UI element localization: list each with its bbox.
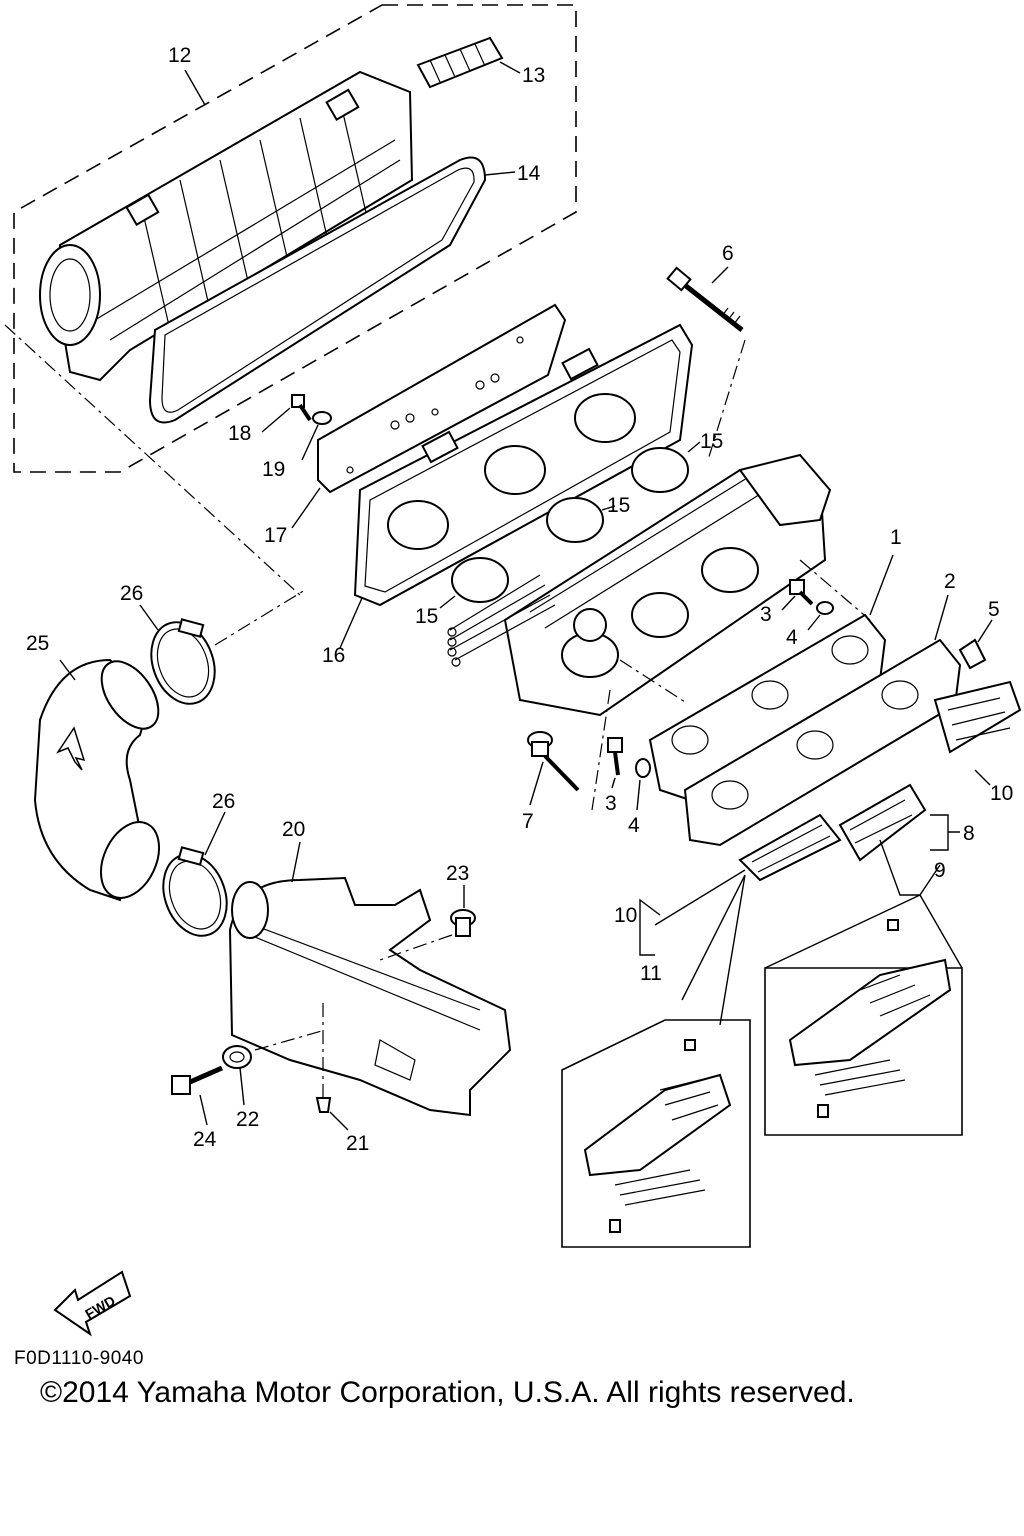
callout-18: 18 [228,422,251,445]
throttle-body-assembly [447,453,832,717]
callout-24: 24 [193,1128,217,1151]
filter-element [416,36,504,89]
plug-23 [450,909,476,937]
bolt-3a [789,579,814,606]
callout-8: 8 [963,822,975,845]
callout-25: 25 [26,632,49,655]
grommet-22 [222,1045,252,1069]
callout-23: 23 [446,862,469,885]
callout-20: 20 [282,818,305,841]
callout-15b: 15 [607,494,630,517]
bolt-3b [607,737,623,776]
callout-21: 21 [346,1132,369,1155]
reed-valve-10a [933,680,1022,754]
callout-13: 13 [522,64,545,87]
reed-valve-10c [738,813,842,882]
callout-17: 17 [264,524,287,547]
callout-7: 7 [522,810,534,833]
callout-26a: 26 [120,582,143,605]
callout-10b: 10 [614,904,637,927]
callout-10a: 10 [990,782,1013,805]
callout-26b: 26 [212,790,235,813]
lower-air-box [228,876,512,1117]
bolt-24 [171,1065,224,1095]
air-box-cover [39,70,414,382]
long-bolt [666,266,744,332]
o-ring-15b [546,497,604,543]
fastener-21 [315,1000,332,1113]
o-ring-15c [451,557,509,603]
washer-4b [635,758,651,778]
air-box-gasket [148,156,487,424]
copyright-notice: ©2014 Yamaha Motor Corporation, U.S.A. A… [40,1376,855,1409]
reed-valve-10b [838,783,927,862]
detail-box-11 [561,1019,751,1248]
callout-6: 6 [722,242,734,265]
callout-5: 5 [988,598,1000,621]
callout-9: 9 [934,859,946,882]
detail-box-9 [764,919,963,1136]
clip-5 [958,638,987,670]
callout-3b: 3 [605,792,617,815]
o-ring-15a [631,447,689,493]
divider-plate [317,303,567,494]
washer-4a [816,601,834,615]
callout-3a: 3 [760,603,772,626]
callout-19: 19 [262,458,285,481]
intake-plate [353,323,694,607]
callout-4a: 4 [786,626,798,649]
intake-duct [33,658,161,902]
drawing-code: F0D1110-9040 [14,1348,144,1369]
callout-2: 2 [944,570,956,593]
callout-1: 1 [890,526,902,549]
callout-4b: 4 [628,814,640,837]
bracket-8 [930,814,960,851]
callout-12: 12 [168,44,191,67]
hose-clamp-26a [150,618,216,705]
small-bolt-18 [291,394,312,422]
hose-clamp-26b [162,846,228,937]
washer-19 [312,411,332,425]
callout-22: 22 [236,1108,259,1131]
callout-15c: 15 [415,605,438,628]
callout-16: 16 [322,644,345,667]
air-box-group-outline [13,4,577,473]
callout-15a: 15 [700,430,723,453]
fwd-arrow-icon: FWD [53,1270,132,1337]
callout-11: 11 [640,962,662,985]
callout-14: 14 [517,162,541,185]
bolt-7 [527,731,580,792]
